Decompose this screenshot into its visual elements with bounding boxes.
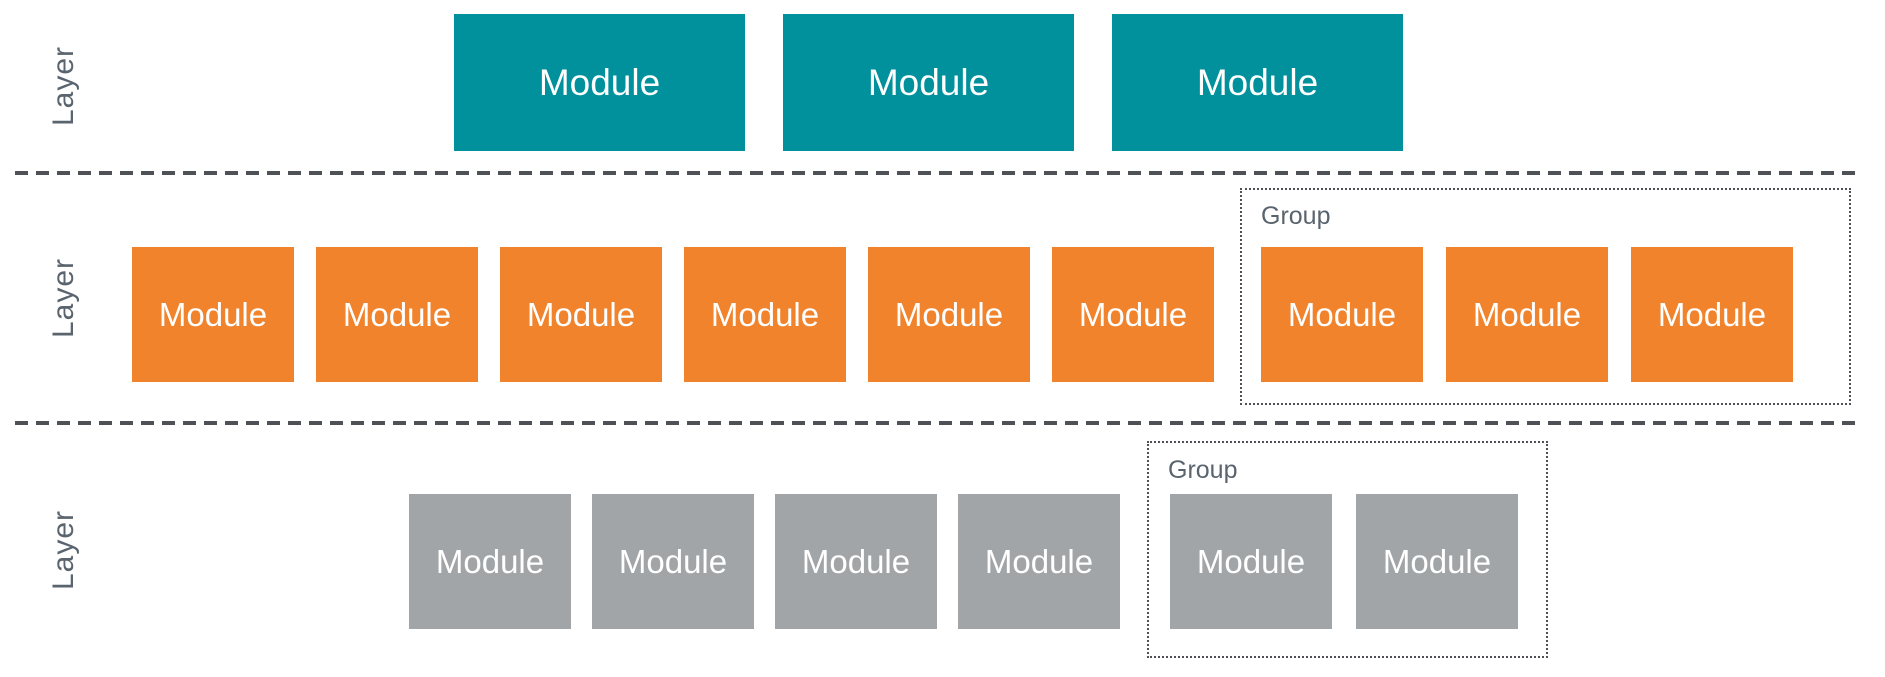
module-box: Module [1631,247,1793,382]
module-box: Module [1356,494,1518,629]
module-box: Module [592,494,754,629]
module-box: Module [1052,247,1214,382]
module-box: Module [775,494,937,629]
group-label: Group [1261,202,1331,230]
module-box: Module [132,247,294,382]
module-box: Module [958,494,1120,629]
module-box: Module [1261,247,1423,382]
layer-2-group: Group Module Module Module [1240,188,1851,405]
layer-divider-1 [15,171,1858,175]
layer-3-label: Layer [47,509,80,591]
module-box: Module [1446,247,1608,382]
module-box: Module [684,247,846,382]
layer-2-module-row: Module Module Module Module Module Modul… [132,247,1214,382]
module-box: Module [868,247,1030,382]
module-box: Module [1112,14,1403,151]
layer-1-module-row: Module Module Module [454,14,1403,151]
layer-divider-2 [15,421,1858,425]
module-box: Module [454,14,745,151]
layer-3-group-module-row: Module Module [1170,494,1518,629]
module-box: Module [316,247,478,382]
module-box: Module [1170,494,1332,629]
group-label: Group [1168,456,1238,484]
module-box: Module [500,247,662,382]
layer-1-label: Layer [47,45,80,127]
layer-2-label: Layer [47,257,80,339]
layer-2-group-module-row: Module Module Module [1261,247,1793,382]
module-box: Module [409,494,571,629]
module-box: Module [783,14,1074,151]
layer-3-group: Group Module Module [1147,441,1548,658]
layer-3-module-row: Module Module Module Module [409,494,1120,629]
